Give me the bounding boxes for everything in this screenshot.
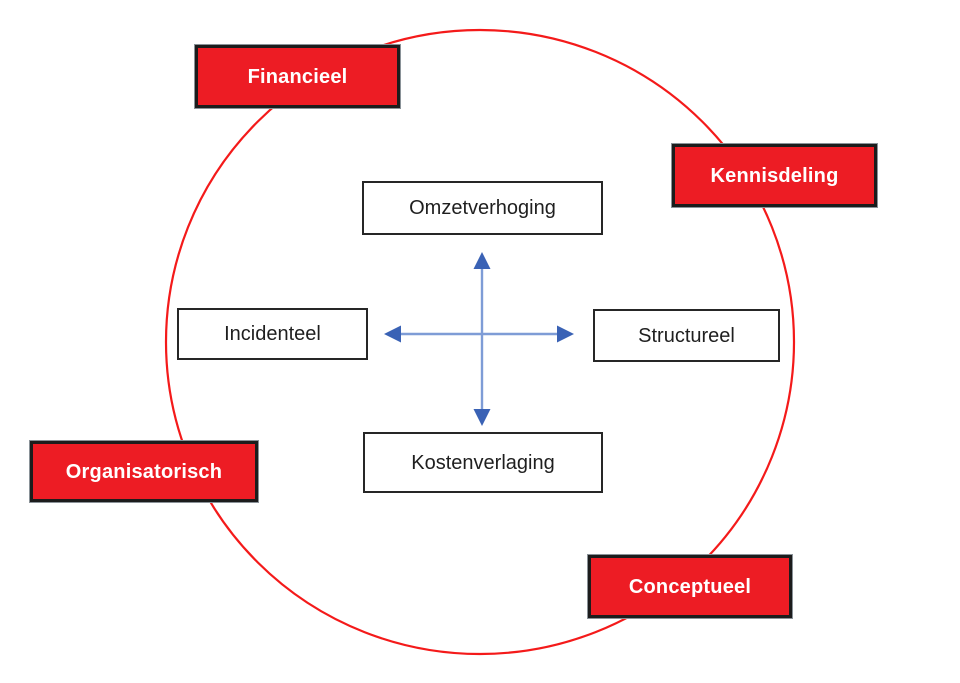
- inner-box-omzetverhoging: Omzetverhoging: [362, 181, 603, 235]
- category-box-conceptueel: Conceptueel: [587, 554, 793, 619]
- red-circle-icon: [164, 28, 796, 656]
- category-box-organisatorisch: Organisatorisch: [29, 440, 259, 503]
- four-way-arrows-icon: [384, 252, 574, 426]
- inner-box-incidenteel: Incidenteel: [177, 308, 368, 360]
- inner-box-kostenverlaging: Kostenverlaging: [363, 432, 603, 493]
- category-box-kennisdeling: Kennisdeling: [671, 143, 878, 208]
- category-box-financieel: Financieel: [194, 44, 401, 109]
- inner-box-structureel: Structureel: [593, 309, 780, 362]
